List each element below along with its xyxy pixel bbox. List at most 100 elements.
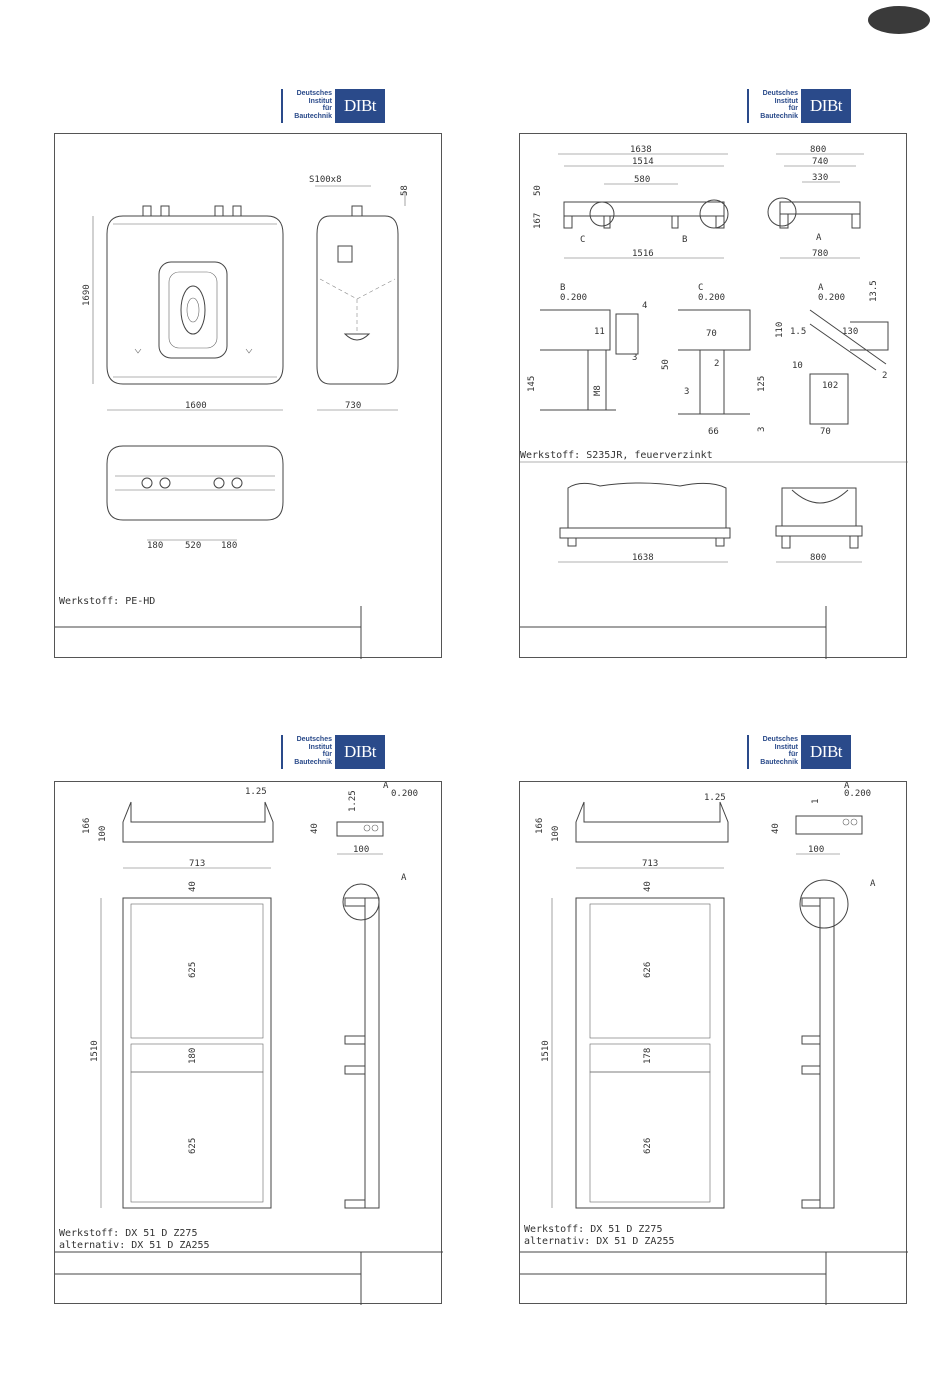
svg-text:A: A: [870, 879, 876, 889]
svg-text:178: 178: [643, 1048, 653, 1064]
svg-text:1510: 1510: [90, 1040, 100, 1062]
page-number-badge: [868, 6, 930, 34]
svg-text:1: 1: [811, 799, 821, 804]
dim-width: 1600: [185, 401, 207, 411]
svg-text:70: 70: [706, 329, 717, 339]
svg-text:102: 102: [822, 381, 838, 391]
svg-text:3: 3: [632, 353, 637, 363]
svg-text:110: 110: [775, 322, 785, 338]
svg-text:166: 166: [82, 818, 92, 834]
svg-text:C: C: [698, 283, 703, 293]
svg-text:166: 166: [535, 818, 545, 834]
svg-text:167: 167: [533, 213, 543, 229]
tank-top-outline: [106, 445, 284, 521]
svg-text:520: 520: [185, 541, 201, 551]
svg-text:100: 100: [98, 826, 108, 842]
svg-text:180: 180: [188, 1048, 198, 1064]
svg-text:13.5: 13.5: [869, 280, 879, 302]
dim-height: 1690: [82, 284, 92, 306]
svg-text:A: A: [818, 283, 824, 293]
svg-text:A: A: [401, 873, 407, 883]
svg-text:1.25: 1.25: [704, 793, 726, 803]
svg-text:125: 125: [757, 376, 767, 392]
svg-text:800: 800: [810, 553, 826, 563]
pan-detail-a: [336, 821, 384, 837]
svg-text:4: 4: [642, 301, 647, 311]
svg-text:11: 11: [594, 327, 605, 337]
svg-text:1516: 1516: [632, 249, 654, 259]
svg-text:1638: 1638: [632, 553, 654, 563]
svg-text:3: 3: [684, 387, 689, 397]
svg-text:1.5: 1.5: [790, 327, 806, 337]
svg-text:0.200: 0.200: [698, 293, 725, 303]
svg-text:40: 40: [643, 881, 653, 892]
drawing-sheet-tank: 1690 1600 730 S100x8 58 180 520 180 Werk…: [54, 133, 442, 659]
svg-text:A: A: [816, 233, 822, 243]
svg-text:740: 740: [812, 157, 828, 167]
svg-text:626: 626: [643, 962, 653, 978]
frame-with-tank-front: [567, 482, 727, 529]
svg-text:2: 2: [882, 371, 887, 381]
material-label: Werkstoff: DX 51 D Z275: [59, 1228, 197, 1239]
svg-text:66: 66: [708, 427, 719, 437]
svg-text:0.200: 0.200: [818, 293, 845, 303]
pan-top-view: [575, 897, 725, 1209]
svg-text:1.25: 1.25: [348, 790, 358, 812]
svg-text:50: 50: [661, 359, 671, 370]
pan-edge-view: [819, 897, 835, 1209]
svg-text:145: 145: [527, 376, 537, 392]
material-label: Werkstoff: PE-HD: [59, 596, 155, 607]
svg-text:58: 58: [400, 185, 410, 196]
svg-text:330: 330: [812, 173, 828, 183]
svg-text:1510: 1510: [541, 1040, 551, 1062]
material-alt-label: alternativ: DX 51 D ZA255: [524, 1236, 675, 1247]
svg-text:713: 713: [189, 859, 205, 869]
pan-side-view: [122, 801, 274, 843]
svg-text:40: 40: [310, 823, 320, 834]
svg-text:1514: 1514: [632, 157, 654, 167]
svg-text:100: 100: [551, 826, 561, 842]
svg-text:100: 100: [353, 845, 369, 855]
svg-text:180: 180: [221, 541, 237, 551]
drawing-sheet-frame: 1638 1514 580 1516 50 167 C B 800 740 33…: [519, 133, 908, 659]
svg-text:0.200: 0.200: [560, 293, 587, 303]
svg-text:3: 3: [757, 427, 767, 432]
svg-text:625: 625: [188, 1138, 198, 1154]
svg-text:40: 40: [771, 823, 781, 834]
pan-edge-view: [364, 897, 380, 1209]
svg-text:130: 130: [842, 327, 858, 337]
svg-text:800: 800: [810, 145, 826, 155]
dim-depth: 730: [345, 401, 361, 411]
drawing-sheet-pan-2: 1.25 166 100 0.200 A 1 40 100 713 1510 4…: [519, 781, 908, 1305]
svg-text:0.200: 0.200: [844, 789, 871, 799]
material-alt-label: alternativ: DX 51 D ZA255: [59, 1240, 210, 1251]
svg-text:10: 10: [792, 361, 803, 371]
svg-text:A: A: [844, 782, 850, 791]
svg-text:70: 70: [820, 427, 831, 437]
svg-text:A: A: [383, 782, 389, 791]
svg-text:0.200: 0.200: [391, 789, 418, 799]
svg-text:713: 713: [642, 859, 658, 869]
svg-text:625: 625: [188, 962, 198, 978]
svg-text:1.25: 1.25: [245, 787, 267, 797]
svg-text:580: 580: [634, 175, 650, 185]
svg-text:100: 100: [808, 845, 824, 855]
pan-side-view: [575, 801, 729, 843]
frame-side-view: [779, 201, 861, 215]
material-label: Werkstoff: S235JR, feuerverzinkt: [520, 450, 713, 461]
tank-side-outline: [316, 215, 399, 385]
svg-text:2: 2: [714, 359, 719, 369]
svg-text:40: 40: [188, 881, 198, 892]
frame-with-tank-side: [781, 487, 857, 527]
svg-text:M8: M8: [593, 385, 603, 396]
svg-text:780: 780: [812, 249, 828, 259]
pan-detail-a: [795, 815, 863, 835]
drawing-sheet-pan-1: 1.25 166 100 0.200 A 1.25 40 100 713 151…: [54, 781, 443, 1305]
svg-text:C: C: [580, 235, 585, 245]
material-label: Werkstoff: DX 51 D Z275: [524, 1224, 662, 1235]
svg-text:B: B: [682, 235, 687, 245]
pan-top-view: [122, 897, 272, 1209]
svg-text:180: 180: [147, 541, 163, 551]
